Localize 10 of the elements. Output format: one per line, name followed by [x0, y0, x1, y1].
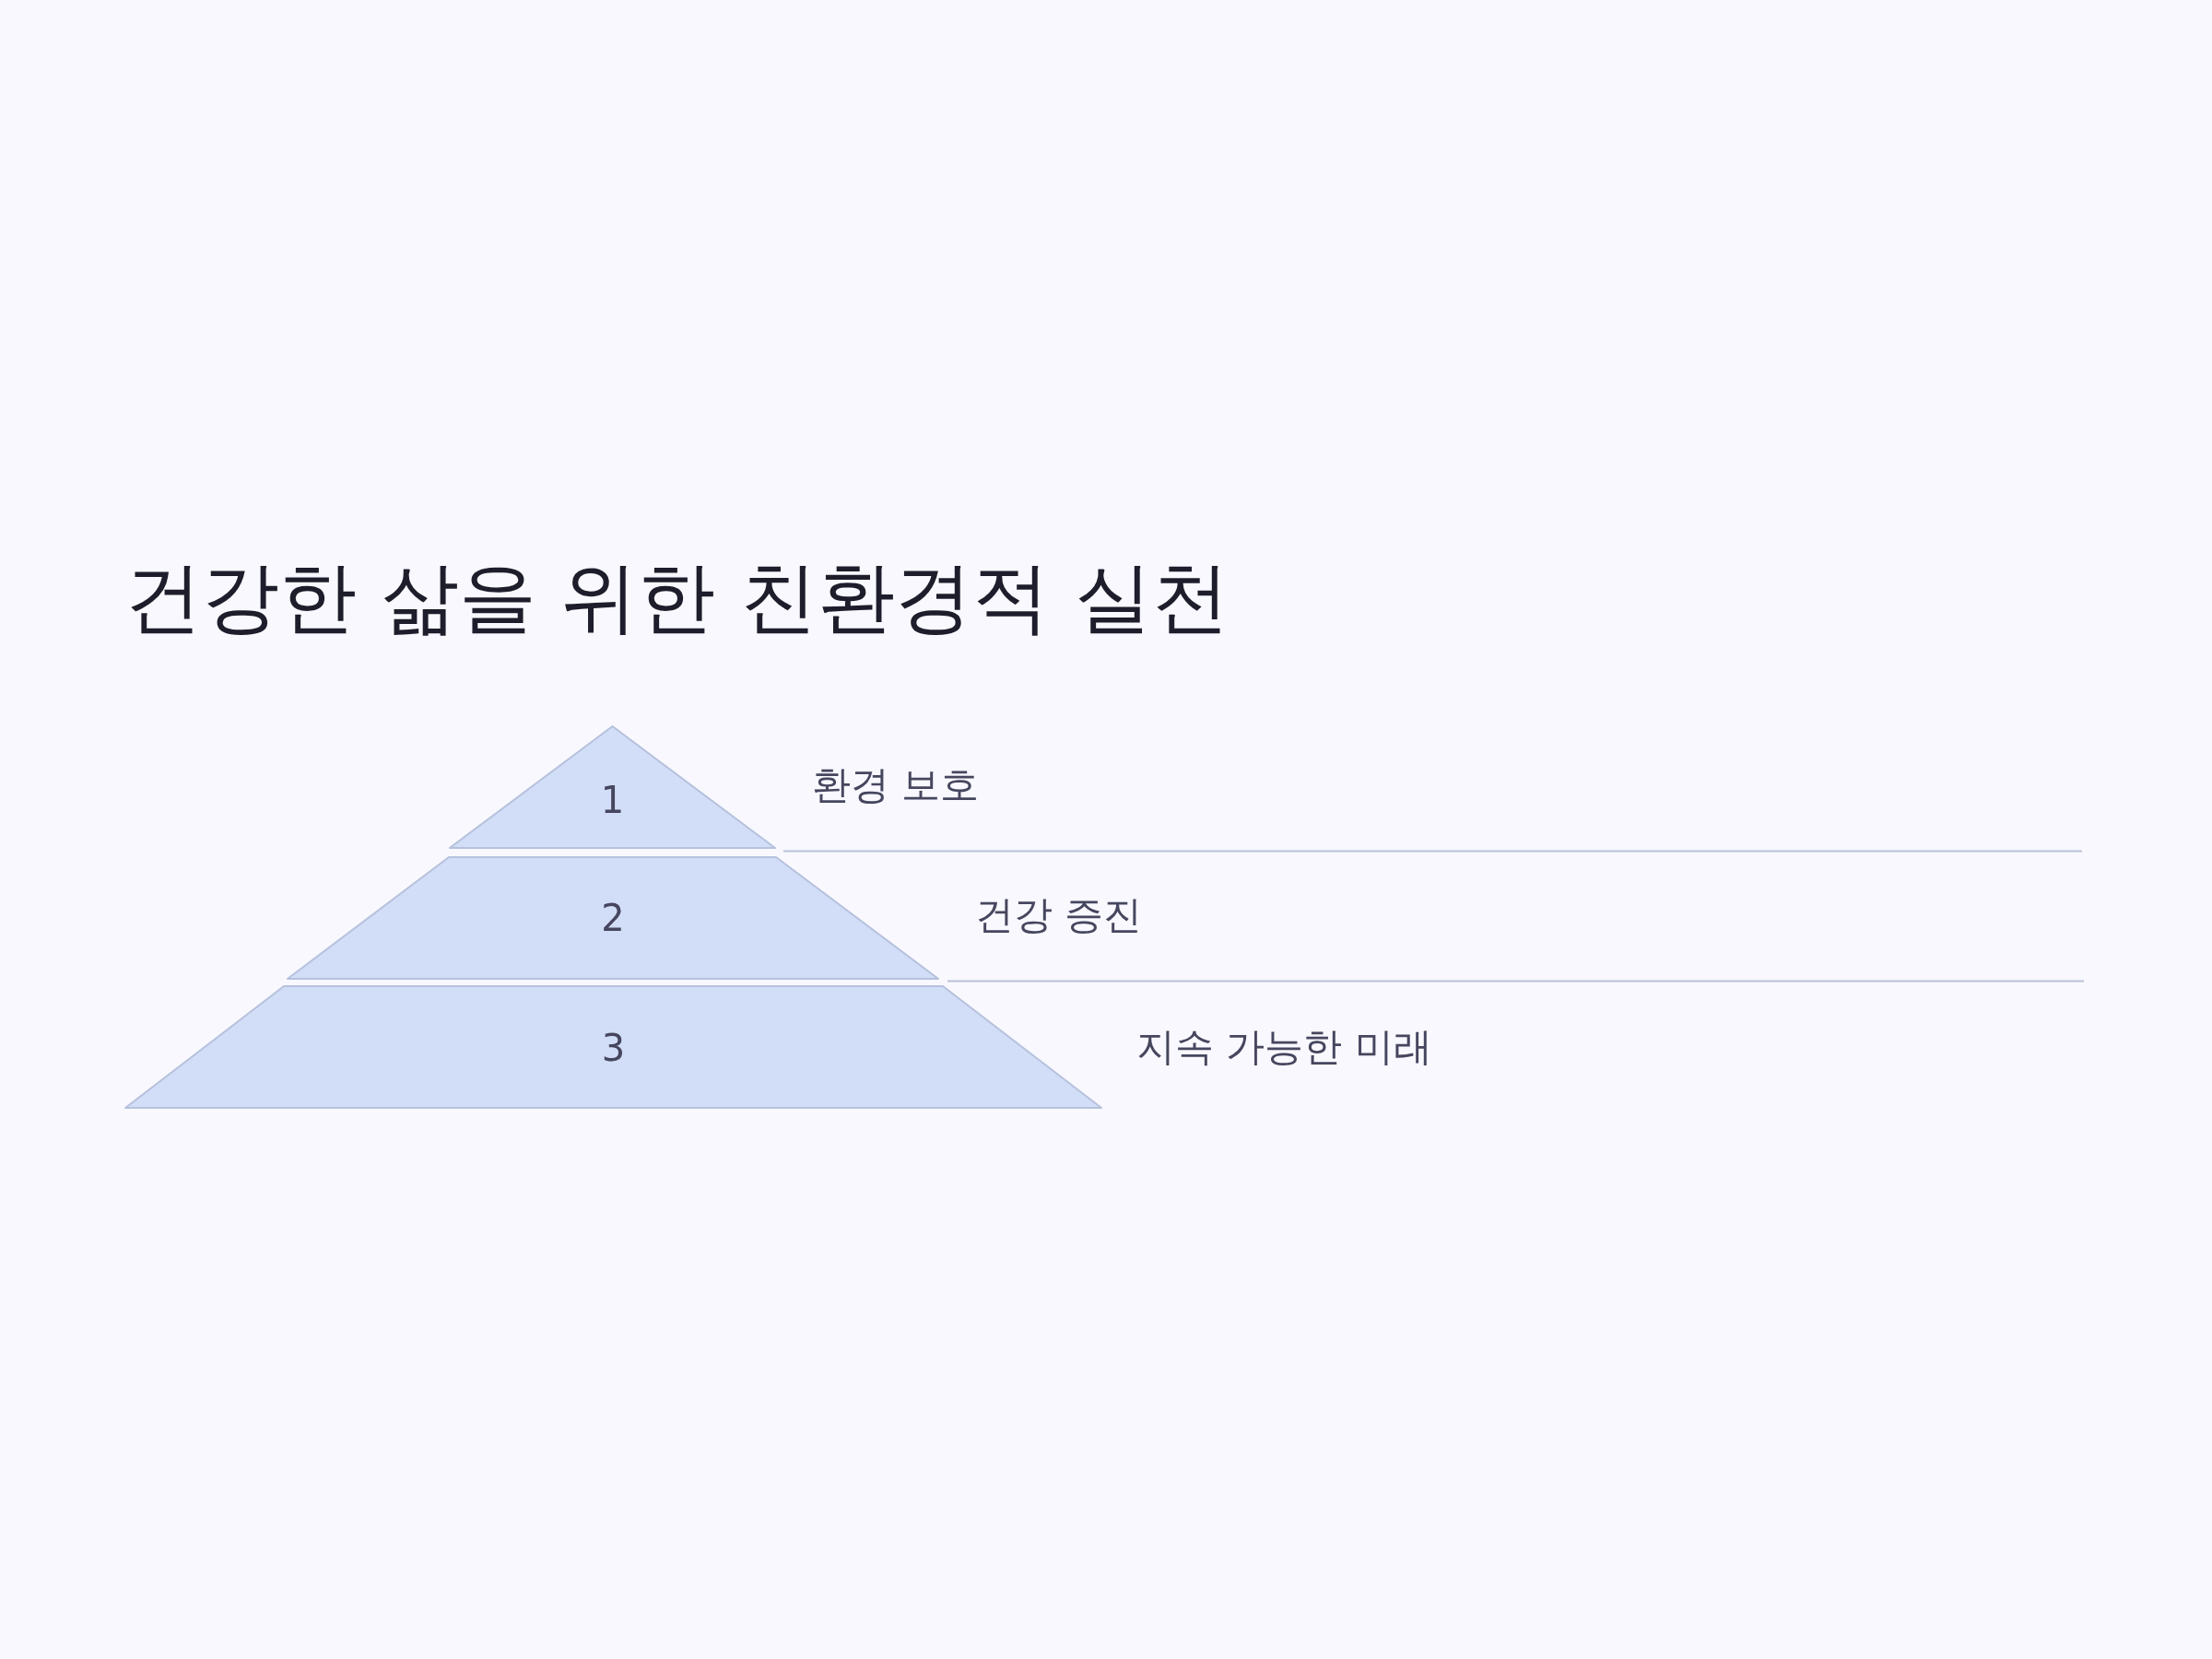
layer-number: 3 — [601, 1030, 626, 1066]
layer-label: 건강 증진 — [975, 892, 1143, 938]
pyramid-layer — [287, 856, 939, 980]
pyramid-layer — [449, 725, 776, 849]
layer-number: 2 — [601, 900, 625, 936]
layer-label: 지속 가능한 미래 — [1136, 1024, 1432, 1070]
layer-label: 환경 보호 — [812, 762, 980, 808]
pyramid-layer — [124, 985, 1102, 1109]
title: 건강한 삶을 위한 친환경적 실천 — [124, 551, 1230, 644]
layer-number: 1 — [600, 782, 625, 818]
